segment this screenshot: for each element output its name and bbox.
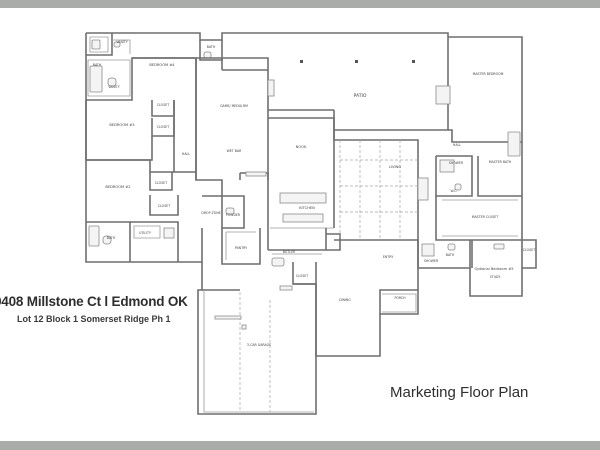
label-drop-zone: DROP ZONE xyxy=(201,211,220,215)
label-master-bedroom: MASTER BEDROOM xyxy=(473,72,504,76)
label-shower-2: SHOWER xyxy=(424,259,439,263)
label-closet-b: CLOSET xyxy=(157,125,169,129)
label-wet-bar: WET BAR xyxy=(227,149,242,153)
label-utility: UTILITY xyxy=(139,231,151,235)
label-kitchen: KITCHEN xyxy=(299,206,315,210)
label-bedroom-2: BEDROOM #2 xyxy=(105,185,130,189)
label-bath-c: BATH xyxy=(446,253,455,257)
label-bedroom-3: BEDROOM #3 xyxy=(109,123,134,127)
label-closet-f: CLOSET xyxy=(523,248,535,252)
central-game-area xyxy=(195,37,449,285)
label-hall-b: HALL xyxy=(453,143,461,147)
label-closet-d: CLOSET xyxy=(158,204,170,208)
label-nook: NOOK xyxy=(296,145,307,149)
label-closet-a: CLOSET xyxy=(157,103,169,107)
label-vanity: VANITY xyxy=(116,40,127,44)
label-vanity-2: VANITY xyxy=(108,85,119,89)
lot-description: Lot 12 Block 1 Somerset Ridge Ph 1 xyxy=(17,314,171,324)
label-bedroom-4: BEDROOM #4 xyxy=(149,63,175,67)
label-hall-a: HALL xyxy=(182,152,190,156)
label-butler: BUTLER xyxy=(283,250,296,254)
label-game-room: GAME/ MEDIA RM xyxy=(220,104,248,108)
label-bath-top: BATH xyxy=(207,45,216,49)
label-bath-top-left: BATH xyxy=(93,63,102,67)
label-patio: PATIO xyxy=(353,93,366,99)
label-closet-e: CLOSET xyxy=(296,274,308,278)
label-optional-bedroom: Optional Bedroom #5 xyxy=(474,267,513,271)
label-dining: DINING xyxy=(339,298,351,302)
label-pantry: PANTRY xyxy=(235,246,247,250)
label-shower: SHOWER xyxy=(449,161,464,165)
label-master-closet: MASTER CLOSET xyxy=(472,215,499,219)
label-living: LIVING xyxy=(389,165,401,169)
label-closet-c: CLOSET xyxy=(155,181,167,185)
property-address: 9408 Millstone Ct l Edmond OK xyxy=(0,294,188,309)
bottom-border-band xyxy=(0,441,600,450)
label-wc: W.C. xyxy=(450,189,457,193)
label-powder: POWDER xyxy=(226,213,241,217)
label-study: STUDY xyxy=(490,275,501,279)
label-entry: ENTRY xyxy=(383,255,393,259)
top-border-band xyxy=(0,0,600,8)
plan-caption: Marketing Floor Plan xyxy=(390,384,529,401)
front-area xyxy=(197,239,419,415)
left-bedroom-wing xyxy=(85,32,449,263)
label-bath-b: BATH xyxy=(107,236,116,240)
label-porch: PORCH xyxy=(394,296,406,300)
living-area xyxy=(267,60,451,240)
label-garage: 3-CAR GARAGE xyxy=(247,343,271,347)
label-master-bath: MASTER BATH xyxy=(489,160,512,164)
